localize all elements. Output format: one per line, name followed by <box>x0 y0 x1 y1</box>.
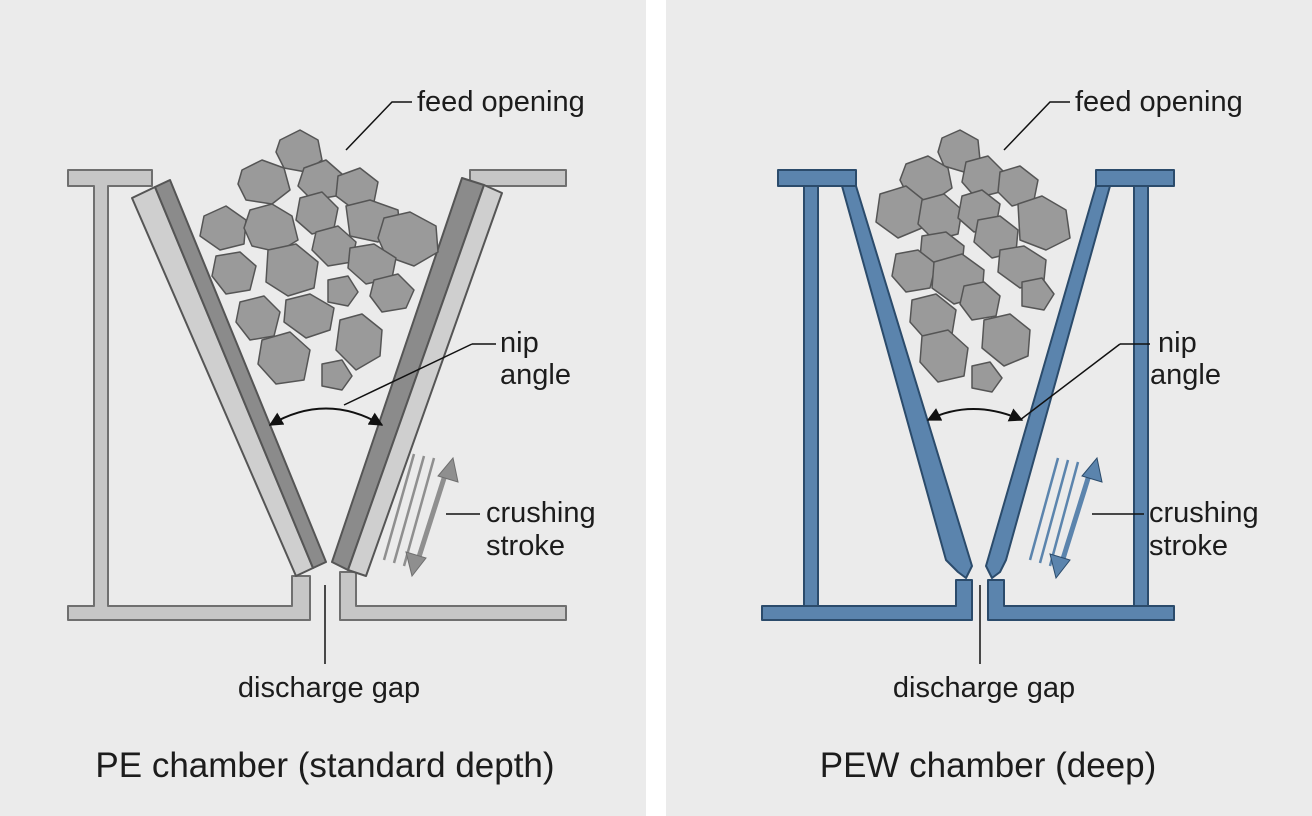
crushing-stroke-marker <box>382 453 436 567</box>
pew-chamber-panel: feed opening nip angle crushing stroke d… <box>666 0 1312 816</box>
nip-angle-leader <box>343 343 473 406</box>
discharge-gap-label: discharge gap <box>238 672 420 704</box>
nip-angle-label-line1: nip <box>1158 327 1197 359</box>
left-fixed-frame <box>761 169 973 621</box>
crushing-stroke-marker <box>1028 457 1080 567</box>
crushing-stroke-label-line2: stroke <box>486 530 565 562</box>
crushing-stroke-label-line1: crushing <box>486 497 596 529</box>
crushing-stroke-arrow <box>1049 456 1103 580</box>
feed-rocks <box>875 129 1071 393</box>
nip-angle-leader <box>1019 343 1121 421</box>
right-jaw-plate <box>985 185 1111 579</box>
crushing-stroke-label-line1: crushing <box>1149 497 1259 529</box>
feed-opening-label: feed opening <box>1075 86 1243 118</box>
feed-opening-leader <box>345 101 412 151</box>
nip-angle-label-line2: angle <box>1150 359 1221 391</box>
nip-angle-label-line2: angle <box>500 359 571 391</box>
nip-angle-label-line1: nip <box>500 327 539 359</box>
feed-opening-label: feed opening <box>417 86 585 118</box>
pew-chamber-caption: PEW chamber (deep) <box>820 746 1157 785</box>
pe-chamber-panel: feed opening nip angle crushing stroke d… <box>0 0 646 816</box>
left-fixed-frame <box>67 169 311 621</box>
right-fixed-frame <box>987 169 1175 621</box>
pe-chamber-caption: PE chamber (standard depth) <box>95 746 554 785</box>
feed-rocks <box>199 129 439 391</box>
crushing-stroke-label-line2: stroke <box>1149 530 1228 562</box>
nip-angle-arc <box>268 407 384 426</box>
left-jaw-plate <box>131 179 327 577</box>
feed-opening-leader <box>1003 101 1070 151</box>
left-jaw-plate <box>841 185 973 579</box>
pe-chamber-drawing: feed opening nip angle crushing stroke d… <box>67 86 596 785</box>
pew-chamber-drawing: feed opening nip angle crushing stroke d… <box>761 86 1259 785</box>
discharge-gap-label: discharge gap <box>893 672 1075 704</box>
nip-angle-arc <box>926 408 1024 422</box>
crushing-stroke-arrow <box>405 456 459 578</box>
